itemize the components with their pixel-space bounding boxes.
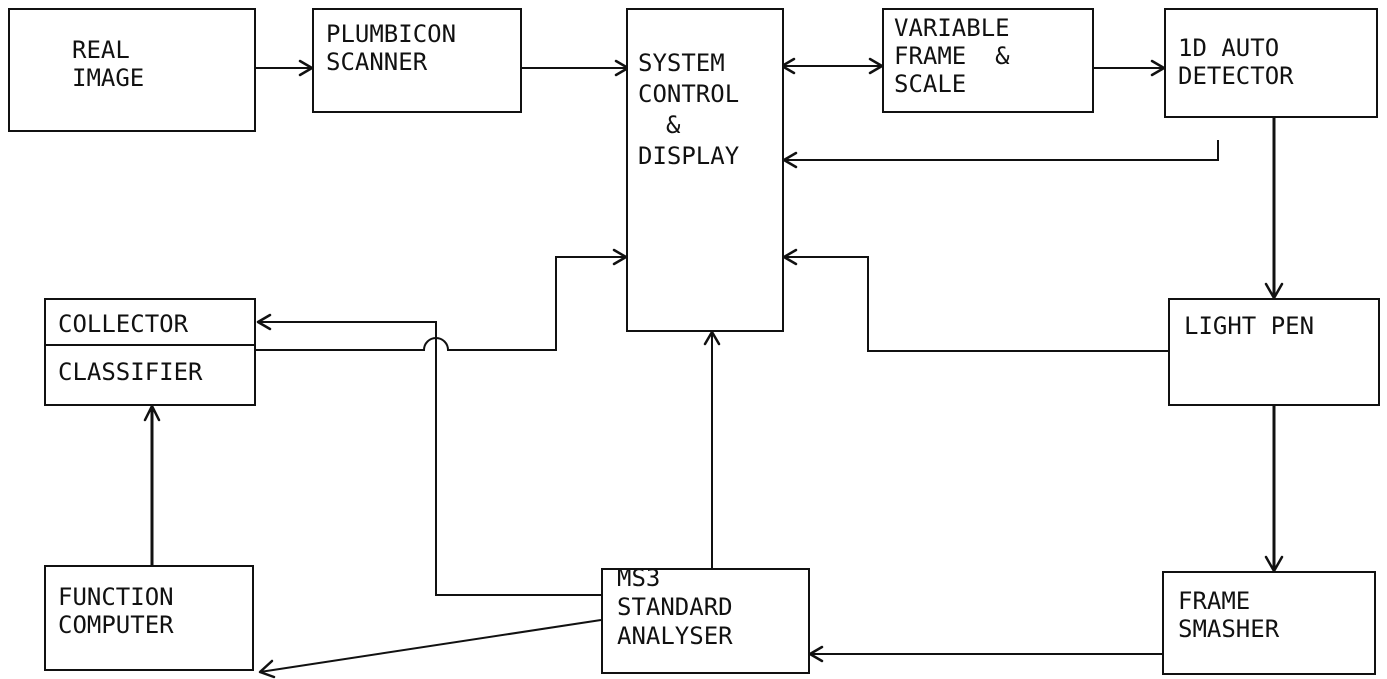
wire-function-to-classifier: [143, 404, 161, 565]
collector-block: COLLECTOR: [44, 298, 256, 346]
system-control-label-line-4: DISPLAY: [638, 142, 740, 170]
real-image-label-line-2: IMAGE: [72, 64, 145, 92]
ms3-label-line-1: MS3: [617, 564, 661, 592]
variable-frame-label-line-2: FRAME &: [894, 42, 1010, 70]
auto-detector-label-line-1: 1D AUTO: [1178, 34, 1280, 62]
plumbicon-scanner-block: PLUMBICON SCANNER: [312, 8, 522, 113]
system-control-display-block: SYSTEM CONTROL & DISPLAY: [626, 8, 784, 332]
ms3-standard-analyser-block: MS3 STANDARD ANALYSER: [601, 564, 810, 674]
auto-detector-block: 1D AUTO DETECTOR: [1164, 8, 1378, 118]
function-computer-label-line-1: FUNCTION: [58, 583, 174, 611]
wire-lightpen-to-smasher: [1264, 406, 1284, 573]
wire-scanner-to-system: [522, 59, 630, 77]
variable-frame-label-line-3: SCALE: [894, 70, 967, 98]
real-image-label-line-1: REAL: [72, 36, 130, 64]
classifier-label: CLASSIFIER: [58, 358, 203, 386]
plumbicon-scanner-label-line-2: SCANNER: [326, 48, 428, 76]
ms3-label-line-3: ANALYSER: [617, 622, 733, 650]
auto-detector-label-line-2: DETECTOR: [1178, 62, 1294, 90]
wire-analyser-to-function: [258, 619, 602, 679]
wire-analyser-to-collector: [256, 313, 601, 596]
wire-smasher-to-analyser: [808, 645, 1162, 663]
wire-system-variable-bidirectional: [780, 57, 884, 75]
frame-smasher-block: FRAME SMASHER: [1162, 571, 1376, 675]
light-pen-block: LIGHT PEN: [1168, 298, 1380, 406]
frame-smasher-label-line-1: FRAME: [1178, 587, 1251, 615]
classifier-block: CLASSIFIER: [44, 344, 256, 406]
plumbicon-scanner-label-line-1: PLUMBICON: [326, 20, 457, 48]
wire-analyser-to-system: [703, 330, 721, 568]
function-computer-block: FUNCTION COMPUTER: [44, 565, 254, 671]
wire-detector-to-lightpen: [1264, 118, 1284, 300]
ms3-label-line-2: STANDARD: [617, 593, 733, 621]
real-image-block: REAL IMAGE: [8, 8, 256, 132]
function-computer-label-line-2: COMPUTER: [58, 611, 174, 639]
system-control-label-line-2: CONTROL: [638, 80, 740, 108]
wire-classifier-to-system: [256, 248, 628, 351]
wire-real-to-scanner: [256, 59, 314, 77]
wire-detector-to-system: [782, 140, 1219, 169]
system-control-label-line-3: &: [666, 111, 681, 139]
frame-smasher-label-line-2: SMASHER: [1178, 615, 1280, 643]
variable-frame-scale-block: VARIABLE FRAME & SCALE: [882, 8, 1094, 113]
system-control-label-line-1: SYSTEM: [638, 49, 725, 77]
light-pen-label: LIGHT PEN: [1184, 312, 1315, 340]
variable-frame-label-line-1: VARIABLE: [894, 14, 1010, 42]
wire-variable-to-detector: [1094, 59, 1166, 77]
wire-lightpen-to-system: [782, 248, 1168, 352]
collector-label: COLLECTOR: [58, 310, 189, 338]
